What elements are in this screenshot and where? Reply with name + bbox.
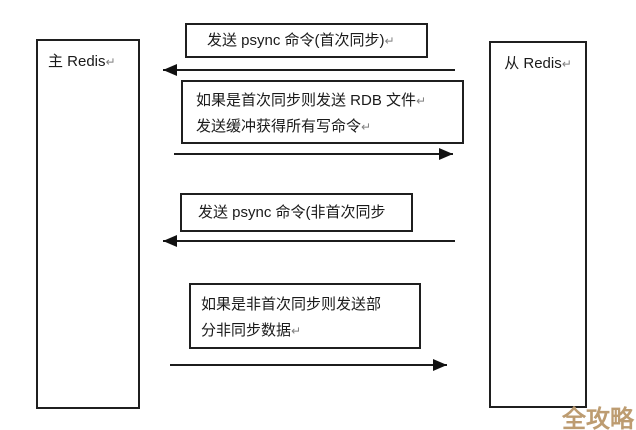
message-text-line: 如果是非首次同步则发送部 (201, 296, 382, 313)
message-text-line: 分非同步数据 (201, 322, 292, 339)
message-text: 如果是首次同步则发送 RDB 文件↵ (196, 88, 462, 114)
master-label: 主 Redis↵ (38, 41, 138, 71)
message-text: 发送 psync 命令(首次同步)↵ (207, 28, 395, 54)
watermark: 全攻略 (562, 406, 634, 430)
message-box-partial-sync-data: 如果是非首次同步则发送部 分非同步数据↵ (189, 283, 421, 349)
message-text: 如果是非首次同步则发送部 (201, 292, 419, 318)
arrow-to-master-icon (163, 235, 455, 247)
return-mark-icon: ↵ (561, 57, 572, 71)
message-text-line: 发送缓冲获得所有写命令 (196, 118, 362, 135)
slave-label-text: 从 Redis (504, 55, 562, 72)
master-lifeline-box: 主 Redis↵ (36, 39, 140, 409)
arrow-to-slave-icon (170, 359, 447, 371)
arrow-to-slave-icon (174, 148, 453, 160)
master-label-text: 主 Redis (48, 53, 106, 70)
message-text-line: 发送 psync 命令(首次同步) (207, 31, 385, 49)
arrow-to-master-icon (163, 64, 455, 76)
message-text: 分非同步数据↵ (201, 318, 419, 344)
message-text-line: 如果是首次同步则发送 RDB 文件 (196, 92, 417, 109)
message-box-psync-first-sync: 发送 psync 命令(首次同步)↵ (185, 23, 428, 58)
message-box-psync-non-first-sync: 发送 psync 命令(非首次同步 (180, 193, 413, 232)
slave-label: 从 Redis↵ (491, 43, 585, 73)
return-mark-icon: ↵ (384, 33, 395, 48)
message-box-rdb-transfer: 如果是首次同步则发送 RDB 文件↵ 发送缓冲获得所有写命令↵ (181, 80, 464, 144)
return-mark-icon: ↵ (291, 324, 302, 338)
slave-lifeline-box: 从 Redis↵ (489, 41, 587, 408)
return-mark-icon: ↵ (361, 120, 372, 134)
return-mark-icon: ↵ (105, 55, 116, 69)
return-mark-icon: ↵ (416, 94, 427, 108)
message-text: 发送缓冲获得所有写命令↵ (196, 114, 462, 140)
message-text: 发送 psync 命令(非首次同步 (198, 200, 386, 226)
message-text-line: 发送 psync 命令(非首次同步 (198, 203, 386, 221)
